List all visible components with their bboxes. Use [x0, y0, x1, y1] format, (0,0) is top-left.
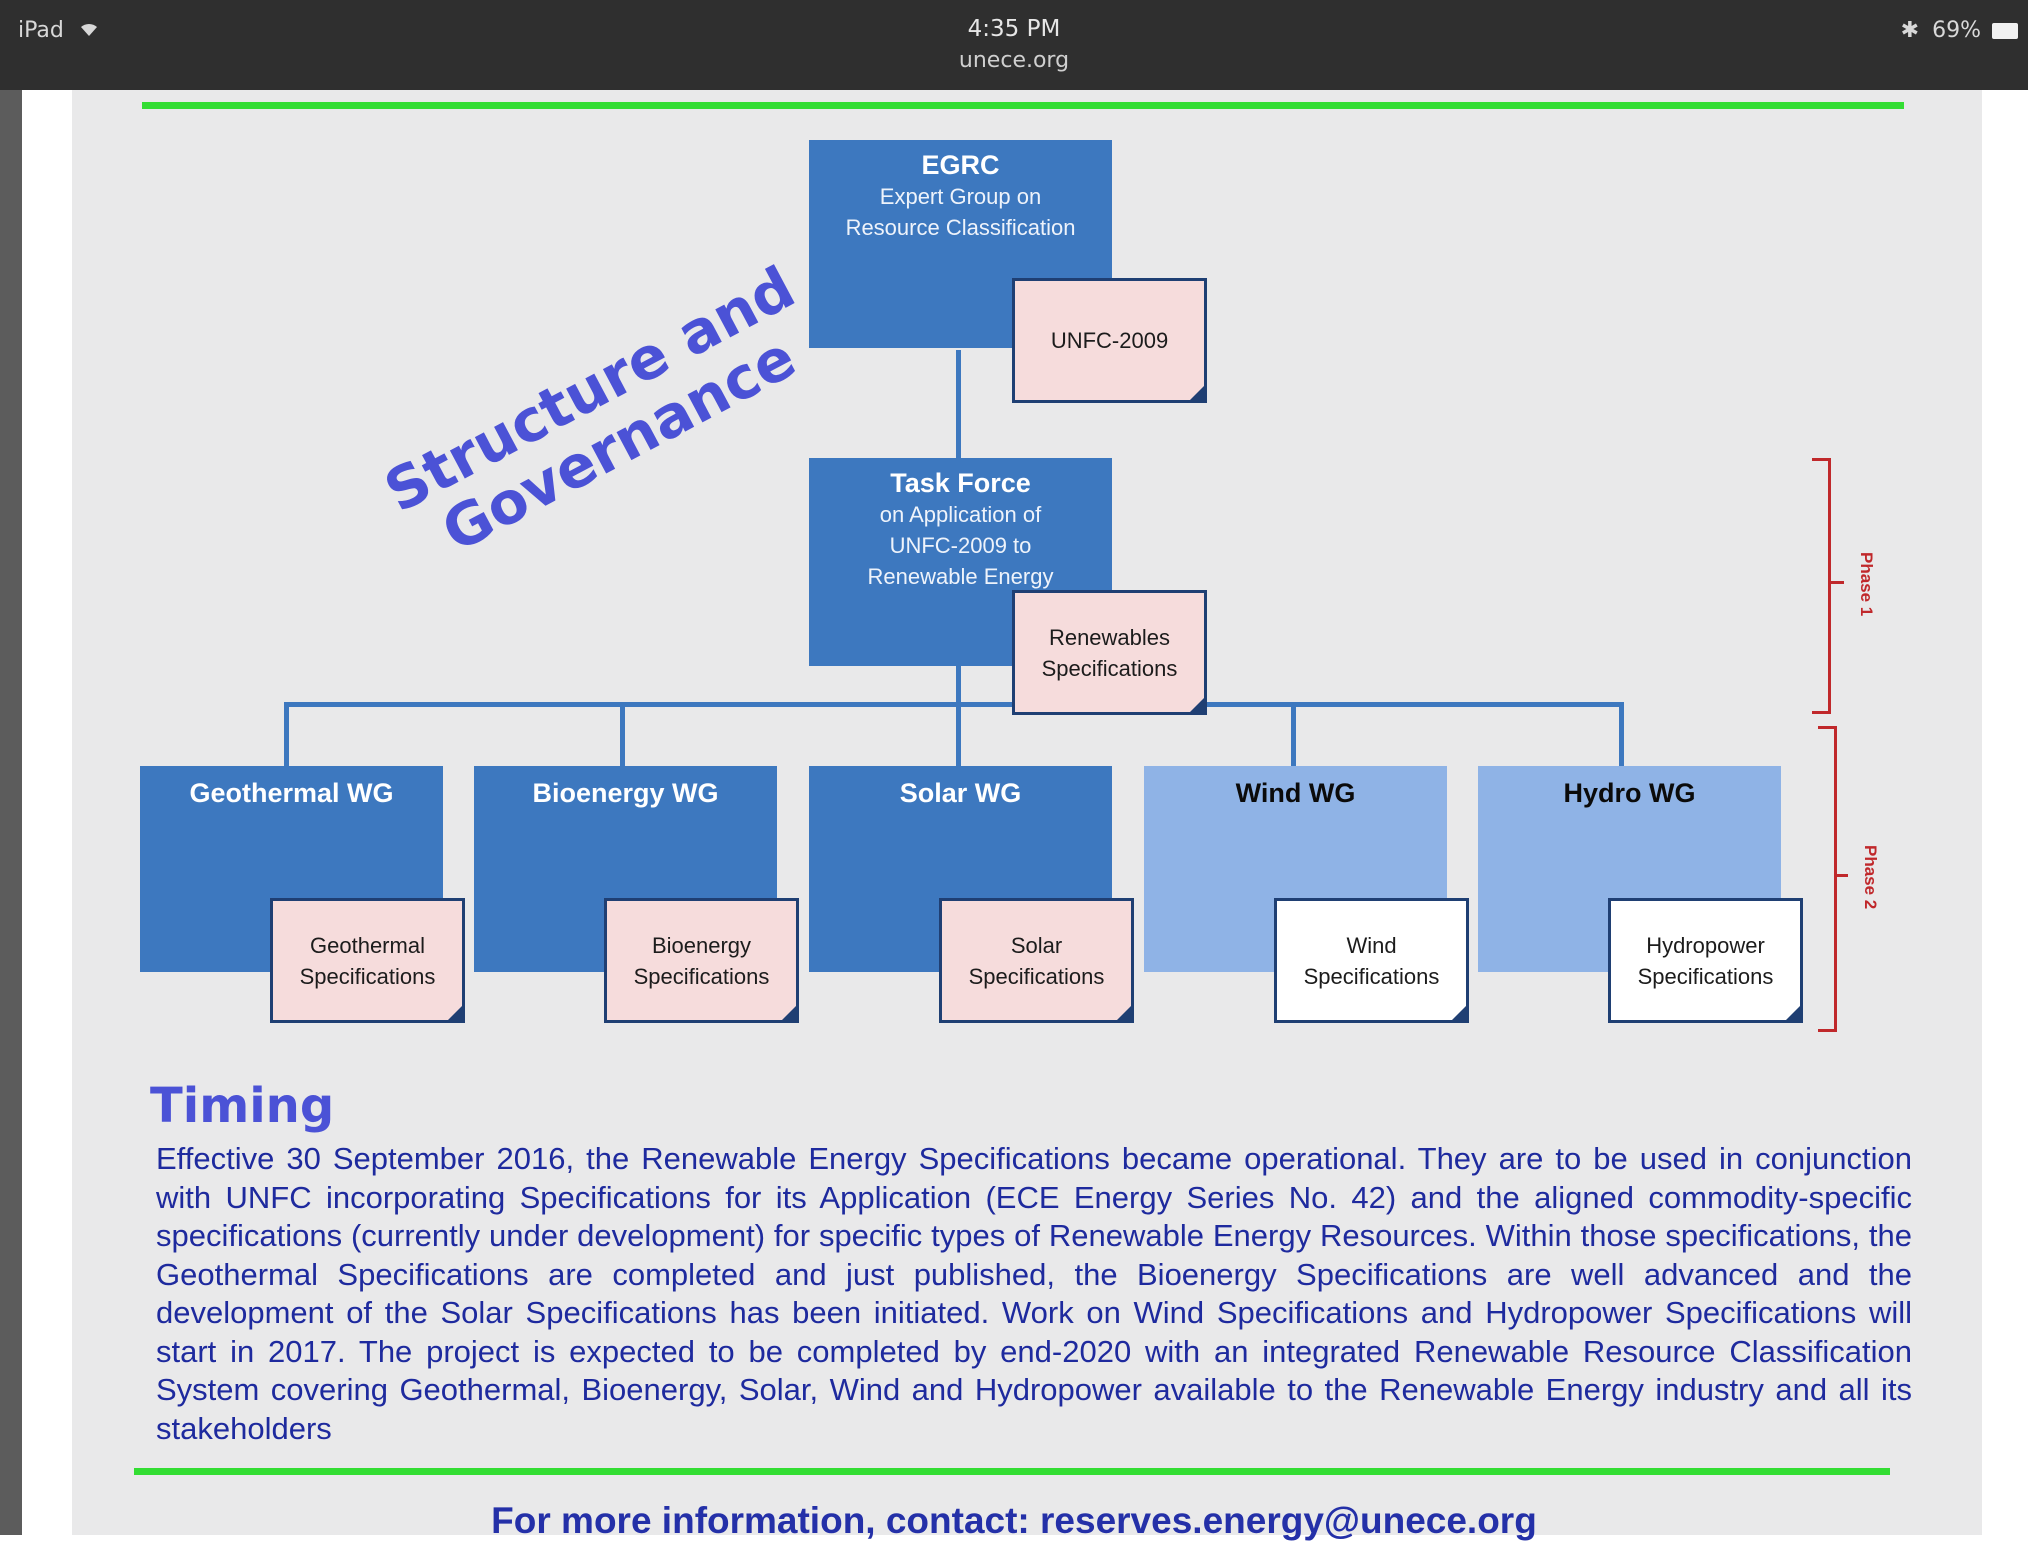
egrc-title: EGRC: [921, 150, 1000, 180]
task-force-sub1: on Application of: [879, 502, 1042, 527]
renewables-spec-line2: Specifications: [1041, 655, 1178, 681]
egrc-sub2: Resource Classification: [845, 215, 1076, 240]
phase-1-label: Phase 1: [1857, 552, 1876, 617]
egrc-box: EGRC Expert Group on Resource Classifica…: [809, 140, 1112, 348]
phase-2-label: Phase 2: [1861, 845, 1880, 910]
geothermal-spec-line2: Specifications: [299, 963, 436, 989]
doc-fold-icon: [779, 1003, 799, 1023]
status-right: ✱ 69%: [1901, 18, 2018, 43]
wifi-icon: [79, 18, 99, 43]
top-divider: [142, 102, 1904, 109]
solar-spec-line1: Solar: [1010, 932, 1063, 958]
doc-fold-icon: [1114, 1003, 1134, 1023]
egrc-sub1: Expert Group on: [879, 184, 1042, 209]
address-url[interactable]: unece.org: [958, 48, 1070, 73]
wg-solar-title: Solar WG: [899, 778, 1022, 808]
connector-hydro: [1619, 702, 1624, 766]
geothermal-spec-line1: Geothermal: [310, 932, 425, 958]
task-force-sub3: Renewable Energy: [867, 564, 1054, 589]
wind-spec-line1: Wind: [1346, 932, 1397, 958]
status-bar: iPad 4:35 PM unece.org ✱ 69%: [0, 0, 2028, 90]
poster: Structure and Governance EGRC Expert Gro…: [72, 90, 1982, 1535]
connector-horizontal-bus: [284, 702, 1624, 707]
wg-bioenergy-title: Bioenergy WG: [532, 778, 719, 808]
timing-paragraph: Effective 30 September 2016, the Renewab…: [156, 1141, 1912, 1446]
hydropower-spec-line1: Hydropower: [1646, 932, 1765, 958]
status-center: 4:35 PM unece.org: [0, 16, 2028, 73]
wind-spec-doc: Wind Specifications: [1274, 898, 1469, 1023]
connector-wind: [1291, 702, 1296, 766]
phase-2-bracket: [1818, 726, 1837, 1032]
phase-2-tick: [1834, 874, 1848, 877]
wg-wind-title: Wind WG: [1235, 778, 1356, 808]
status-left: iPad: [18, 18, 99, 43]
hydropower-spec-line2: Specifications: [1637, 963, 1774, 989]
bioenergy-spec-line1: Bioenergy: [651, 932, 752, 958]
doc-fold-icon: [1449, 1003, 1469, 1023]
doc-fold-icon: [445, 1003, 465, 1023]
unfc-2009-doc: UNFC-2009: [1012, 278, 1207, 403]
doc-fold-icon: [1187, 383, 1207, 403]
renewables-spec-doc: Renewables Specifications: [1012, 590, 1207, 715]
doc-fold-icon: [1187, 695, 1207, 715]
wind-spec-line2: Specifications: [1303, 963, 1440, 989]
timing-heading: Timing: [150, 1078, 335, 1134]
bioenergy-spec-line2: Specifications: [633, 963, 770, 989]
connector-bioenergy: [620, 702, 625, 766]
wg-geothermal-title: Geothermal WG: [189, 778, 394, 808]
device-label: iPad: [18, 18, 64, 43]
hydropower-spec-doc: Hydropower Specifications: [1608, 898, 1803, 1023]
task-force-sub2: UNFC-2009 to: [889, 533, 1032, 558]
connector-geothermal: [284, 702, 289, 766]
bottom-divider: [134, 1468, 1890, 1475]
contact-line[interactable]: For more information, contact: reserves.…: [491, 1500, 1537, 1541]
battery-percent: 69%: [1932, 18, 1981, 43]
solar-spec-line2: Specifications: [968, 963, 1105, 989]
phase-1-tick: [1828, 581, 1844, 584]
doc-fold-icon: [1783, 1003, 1803, 1023]
bioenergy-spec-doc: Bioenergy Specifications: [604, 898, 799, 1023]
connector-solar: [956, 702, 961, 766]
left-frame-edge: [0, 90, 22, 1535]
task-force-title: Task Force: [890, 468, 1031, 498]
web-page: Structure and Governance EGRC Expert Gro…: [22, 90, 1982, 1535]
bluetooth-icon: ✱: [1900, 18, 1920, 43]
phase-1-bracket: [1812, 458, 1831, 714]
poster-title: Structure and Governance: [373, 253, 807, 566]
unfc-2009-label: UNFC-2009: [1050, 328, 1169, 353]
connector-tf-bus: [956, 665, 961, 705]
solar-spec-doc: Solar Specifications: [939, 898, 1134, 1023]
battery-icon: [1992, 23, 2018, 39]
geothermal-spec-doc: Geothermal Specifications: [270, 898, 465, 1023]
clock-time: 4:35 PM: [967, 16, 1061, 42]
renewables-spec-line1: Renewables: [1048, 624, 1171, 650]
wg-hydro-title: Hydro WG: [1563, 778, 1696, 808]
connector-egrc-tf: [956, 350, 961, 460]
